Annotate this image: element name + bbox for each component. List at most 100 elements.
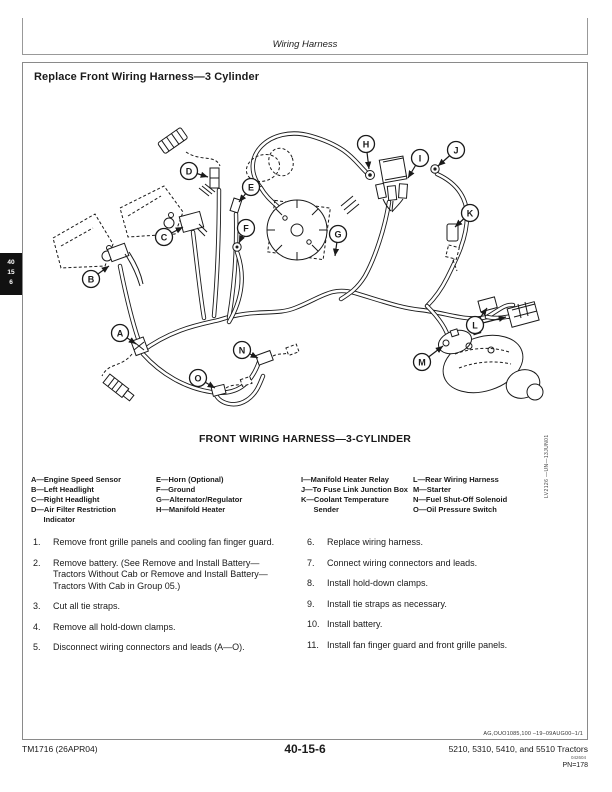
callout-f: F [236, 218, 256, 238]
page-footer: TM1716 (26APR04) 40-15-6 5210, 5310, 541… [22, 742, 588, 776]
legend-item: I—Manifold Heater Relay [301, 475, 389, 484]
svg-text:I: I [419, 154, 422, 164]
j-ring-terminal [430, 164, 440, 174]
callout-o: O [188, 368, 208, 388]
section-title: Replace Front Wiring Harness—3 Cylinder [34, 71, 260, 83]
step-item: 4. Remove all hold-down clamps. [33, 622, 291, 634]
rear-harness-connectors [477, 296, 540, 328]
legend-column: L—Rear Wiring Harness M—Starter N—Fuel S… [413, 475, 578, 515]
side-tab-line: 40 [7, 259, 15, 266]
step-text: Install battery. [327, 619, 383, 629]
f-ring-terminal [232, 242, 242, 252]
legend-item: O—Oil Pressure Switch [413, 505, 497, 514]
pn-number: PN=178 [562, 762, 589, 769]
step-number: 1. [33, 537, 41, 547]
legend-item: M—Starter [413, 485, 451, 494]
callout-e: E [241, 177, 261, 197]
step-item: 1. Remove front grille panels and cooling… [33, 537, 291, 549]
figure-caption: FRONT WIRING HARNESS—3-CYLINDER [198, 433, 412, 445]
step-number: 11. [307, 639, 319, 650]
step-text: Replace wiring harness. [327, 537, 424, 547]
step-text: Remove front grille panels and cooling f… [53, 537, 275, 547]
step-text: Remove all hold-down clamps. [53, 621, 176, 632]
legend-column: I—Manifold Heater Relay J—To Fuse Link J… [301, 475, 413, 515]
alternator-illustration [266, 195, 360, 261]
step-text: Remove battery. (See Remove and Install … [53, 557, 268, 591]
legend-item: E—Horn (Optional) [156, 475, 224, 484]
step-item: 11. Install fan finger guard and front gr… [307, 640, 571, 652]
step-item: 10. Install battery. [307, 619, 571, 631]
svg-text:N: N [239, 346, 246, 356]
running-header: Wiring Harness [22, 18, 588, 55]
legend-item: J—To Fuse Link Junction Box [301, 485, 408, 494]
c-connector-illustration [178, 210, 208, 237]
steps-right-column: 6. Replace wiring harness. 7. Connect wiri… [307, 537, 571, 660]
step-item: 6. Replace wiring harness. [307, 537, 571, 549]
side-tab-line: 15 [7, 269, 15, 276]
legend-item: L—Rear Wiring Harness [413, 475, 499, 484]
callout-h: H [356, 134, 376, 154]
svg-text:K: K [467, 209, 474, 219]
legend-column: E—Horn (Optional) F—Ground G—Alternator/… [156, 475, 298, 515]
heater-relay-illustration [375, 155, 409, 213]
b-connector-illustration [106, 242, 144, 287]
air-filter-indicator-illustration [157, 127, 221, 197]
step-item: 5. Disconnect wiring connectors and leads… [33, 642, 291, 654]
callout-k: K [460, 203, 480, 223]
step-number: 6. [307, 537, 315, 547]
step-number: 10. [307, 619, 320, 629]
step-number: 5. [33, 642, 41, 652]
svg-text:B: B [88, 275, 95, 285]
callout-m: M [412, 352, 432, 372]
step-item: 3.Cut all tie straps. [33, 601, 291, 613]
step-text: Install hold-down clamps. [327, 578, 429, 588]
step-text: Connect wiring connectors and leads. [327, 557, 478, 568]
step-number: 3. [33, 601, 41, 611]
svg-text:D: D [186, 167, 193, 177]
legend-item: K—Coolant Temperature Sender [301, 495, 389, 514]
manual-id: TM1716 (26APR04) [22, 744, 98, 754]
callout-a: A [110, 323, 130, 343]
callout-b: B [81, 269, 101, 289]
tractor-models: 5210, 5310, 5410, and 5510 Tractors [448, 744, 588, 754]
svg-text:L: L [472, 321, 478, 331]
svg-text:A: A [117, 329, 124, 339]
content-box: Replace Front Wiring Harness—3 Cylinder [22, 62, 588, 740]
legend-item: N—Fuel Shut-Off Solenoid [413, 495, 508, 504]
callout-n: N [232, 340, 252, 360]
legend-item: H—Manifold Heater [156, 505, 226, 514]
step-item: 9.Install tie straps as necessary. [307, 599, 571, 611]
page-number: 40-15-6 [284, 742, 326, 756]
print-stamp: 042604 [570, 755, 586, 760]
document-code: AG,OUO1085,100 –19–09AUG00–1/1 [483, 731, 583, 737]
callout-g: G [328, 224, 348, 244]
legend-item: C—Right Headlight [31, 495, 100, 504]
step-number: 7. [307, 557, 315, 568]
step-text: Install fan finger guard and front grill… [327, 639, 508, 650]
step-number: 4. [33, 621, 41, 632]
svg-text:H: H [363, 140, 370, 150]
step-item: 2. Remove battery. (See Remove and Instal… [33, 558, 291, 593]
step-text: Install tie straps as necessary. [327, 598, 447, 609]
coolant-sender-connector [445, 223, 460, 272]
h-ring-terminal [365, 170, 375, 180]
starter-illustration [437, 326, 544, 401]
callout-d: D [179, 161, 199, 181]
step-number: 2. [33, 557, 41, 568]
svg-text:E: E [248, 183, 254, 193]
svg-text:M: M [418, 358, 426, 368]
callout-i: I [410, 148, 430, 168]
legend-item: G—Alternator/Regulator [156, 495, 243, 504]
section-side-tab: 40 15 6 [0, 253, 22, 295]
svg-text:G: G [334, 230, 341, 240]
legend-item: D—Air Filter Restriction Indicator [31, 505, 117, 524]
step-item: 7. Connect wiring connectors and leads. [307, 558, 571, 570]
right-headlight-illustration [119, 185, 184, 238]
side-tab-line: 6 [9, 279, 13, 286]
legend-item: B—Left Headlight [31, 485, 94, 494]
callout-c: C [154, 227, 174, 247]
step-text: Disconnect wiring connectors and leads (… [53, 642, 245, 652]
running-header-title: Wiring Harness [272, 39, 338, 50]
svg-text:J: J [453, 146, 458, 156]
